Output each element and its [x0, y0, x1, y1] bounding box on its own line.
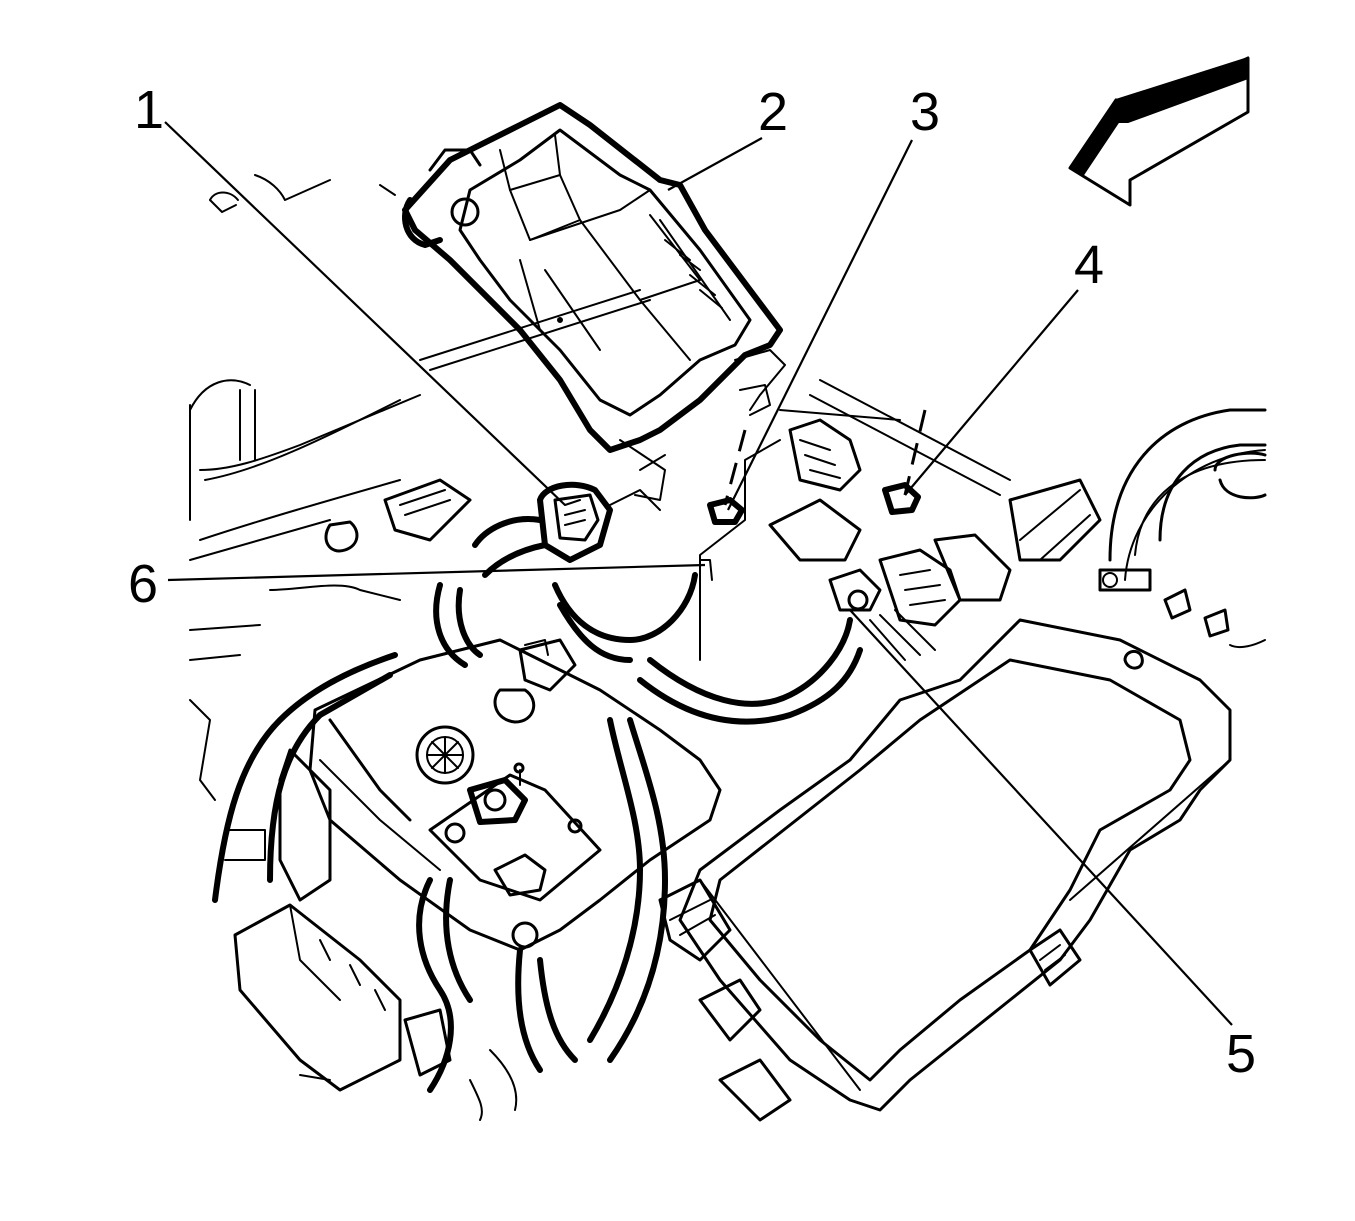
fuse-block-lid [402, 102, 786, 501]
callout-2: 2 [758, 82, 788, 142]
callout-5: 5 [1226, 1024, 1256, 1084]
leader-line-5 [849, 609, 1233, 1026]
callout-1: 1 [134, 80, 164, 140]
callout-4: 4 [1074, 235, 1104, 295]
battery-cable [433, 439, 863, 725]
leader-line-3 [727, 139, 913, 511]
leader-line-1 [164, 121, 566, 506]
retaining-nuts [699, 409, 927, 581]
callout-labels: 1 2 3 4 5 6 [128, 80, 1256, 1084]
callout-6: 6 [128, 554, 158, 614]
fuse-terminal-studs [768, 418, 1012, 661]
electrical-connector [472, 481, 661, 578]
fuse-block-housing [658, 618, 1232, 1122]
lower-left-bracket [233, 903, 452, 1092]
leader-line-6 [167, 563, 706, 582]
battery [278, 638, 722, 1121]
engine-bay-background [189, 174, 1267, 903]
view-direction-arrow [1068, 56, 1250, 207]
leader-line-4 [904, 289, 1079, 496]
callout-3: 3 [910, 82, 940, 142]
leader-lines [164, 121, 1233, 1026]
leader-line-2 [667, 137, 763, 191]
